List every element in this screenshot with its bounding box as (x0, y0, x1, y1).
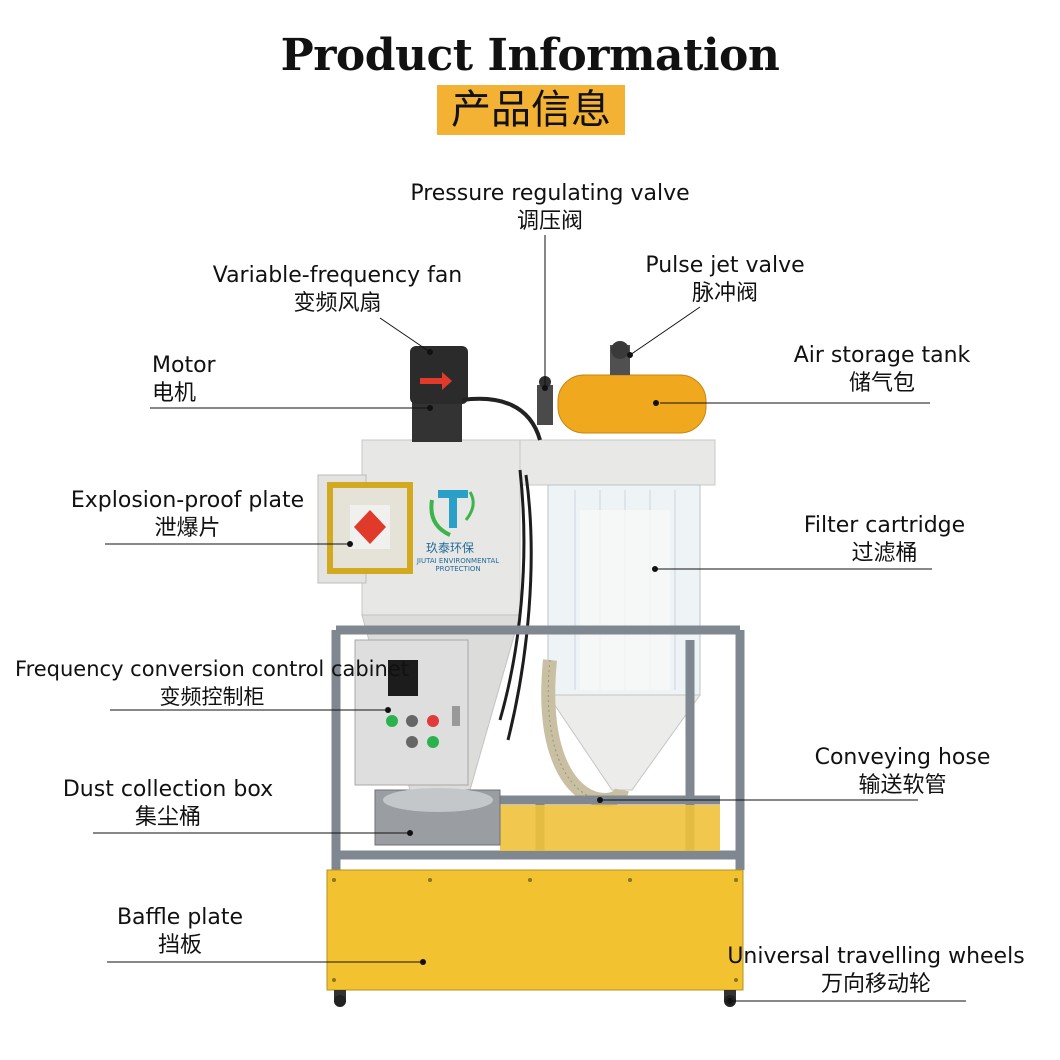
leader-lines (93, 235, 966, 1002)
label-hose: Conveying hose 输送软管 (800, 744, 1005, 800)
brand-logo (429, 490, 475, 537)
label-dust-box: Dust collection box 集尘桶 (48, 776, 288, 832)
label-baffle-en: Baffle plate (116, 905, 244, 930)
label-wheels: Universal travelling wheels 万向移动轮 (712, 943, 1040, 999)
label-explosion-plate-zh: 泄爆片 (154, 516, 221, 541)
label-pulse-valve-en: Pulse jet valve (645, 253, 805, 278)
rotation-arrow (420, 372, 452, 390)
label-wheels-en: Universal travelling wheels (727, 944, 1025, 969)
brand-name-en2: PROTECTION (435, 565, 480, 573)
floor-tray (500, 805, 720, 851)
label-explosion-plate-en: Explosion-proof plate (70, 488, 305, 513)
pressure-valve (537, 385, 553, 425)
label-pressure-valve-zh: 调压阀 (516, 209, 583, 234)
label-pulse-valve-zh: 脉冲阀 (691, 281, 758, 306)
label-motor-zh: 电机 (152, 381, 197, 406)
label-fan: Variable-frequency fan 变频风扇 (195, 262, 480, 318)
universal-wheels (334, 990, 736, 1007)
label-control-cabinet: Frequency conversion control cabinet 变频控… (12, 655, 412, 711)
label-control-cabinet-en: Frequency conversion control cabinet (15, 657, 409, 681)
baffle-plate (326, 869, 744, 991)
fan-housing (410, 346, 468, 404)
label-baffle-zh: 挡板 (157, 933, 202, 958)
label-air-tank: Air storage tank 储气包 (782, 342, 982, 398)
label-pressure-valve-en: Pressure regulating valve (410, 181, 690, 206)
label-dust-box-en: Dust collection box (62, 777, 274, 802)
label-motor-en: Motor (152, 353, 216, 378)
label-motor: Motor 电机 (152, 352, 216, 408)
label-pressure-valve: Pressure regulating valve 调压阀 (390, 180, 710, 236)
label-hose-en: Conveying hose (814, 745, 991, 770)
leader-dots (347, 349, 733, 1004)
brand-name-en: JIUTAI ENVIRONMENTAL (416, 557, 499, 565)
label-air-tank-zh: 储气包 (848, 371, 915, 396)
label-pulse-valve: Pulse jet valve 脉冲阀 (635, 252, 815, 308)
filter-element (580, 510, 670, 690)
label-wheels-zh: 万向移动轮 (820, 972, 931, 997)
warning-diamond (354, 510, 386, 544)
label-dust-box-zh: 集尘桶 (134, 805, 201, 830)
label-filter-zh: 过滤桶 (851, 541, 918, 566)
label-fan-zh: 变频风扇 (293, 291, 382, 316)
motor-body (412, 400, 462, 442)
label-explosion-plate: Explosion-proof plate 泄爆片 (55, 487, 320, 543)
cabinet-display (388, 660, 418, 696)
label-filter: Filter cartridge 过滤桶 (792, 512, 977, 568)
label-air-tank-en: Air storage tank (793, 343, 971, 368)
pulse-valve-head (611, 341, 629, 359)
label-hose-zh: 输送软管 (858, 773, 947, 798)
label-baffle: Baffle plate 挡板 (105, 904, 255, 960)
label-filter-en: Filter cartridge (803, 513, 966, 538)
brand-name-cn: 玖泰环保 (426, 541, 474, 555)
label-fan-en: Variable-frequency fan (212, 263, 463, 288)
page-title: Product Information (280, 30, 780, 81)
label-control-cabinet-zh: 变频控制柜 (159, 685, 265, 709)
filter-cone (547, 694, 701, 791)
page-subtitle: 产品信息 (437, 85, 625, 135)
air-storage-tank (557, 374, 707, 434)
